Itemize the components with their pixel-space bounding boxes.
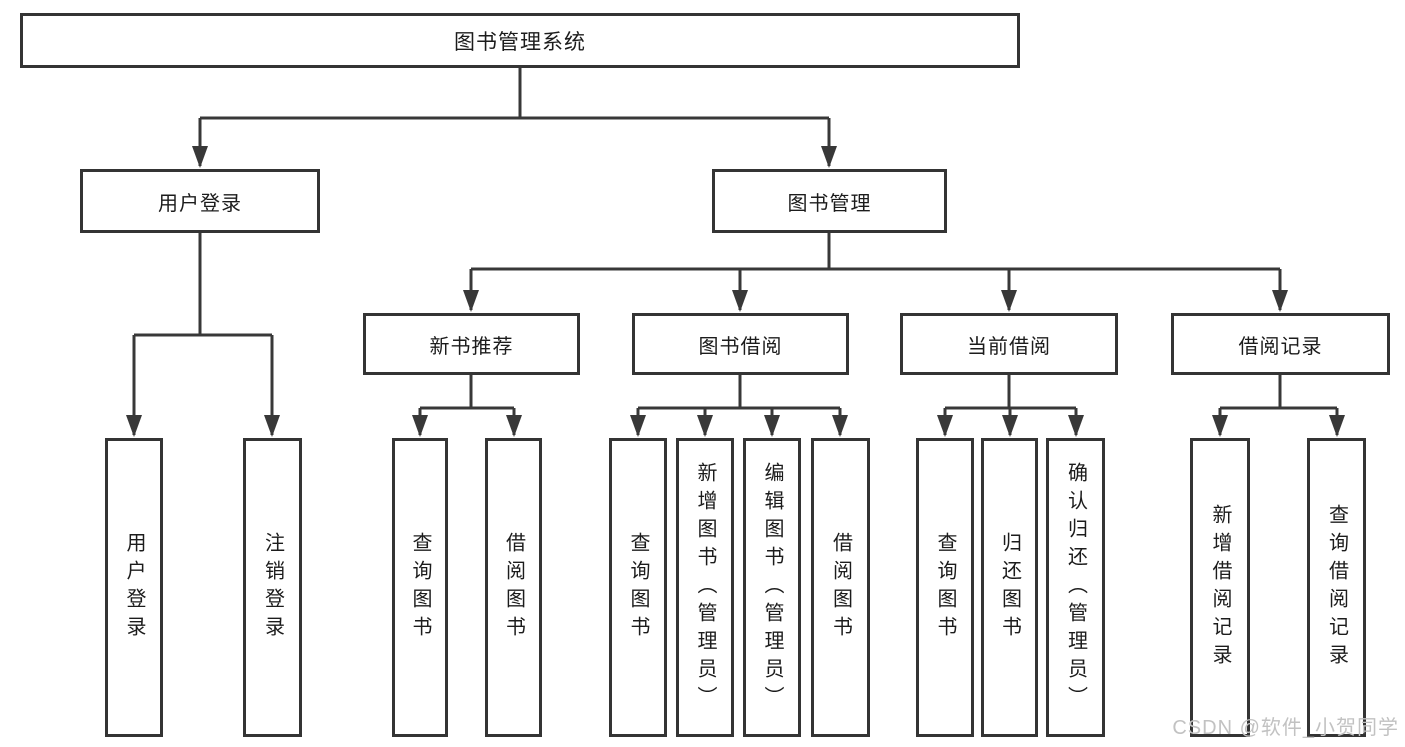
node-current-borrowing: 当前借阅 [900, 313, 1118, 375]
node-book-management: 图书管理 [712, 169, 947, 233]
edge-new-book-recommend-to-leaves [412, 375, 522, 437]
leaf-query-books-recommend: 查询图书 [392, 438, 448, 737]
leaf-confirm-return-admin: 确认归还（管理员） [1046, 438, 1105, 737]
leaf-query-borrow-record: 查询借阅记录 [1307, 438, 1366, 737]
node-library-management-system: 图书管理系统 [20, 13, 1020, 68]
edge-book-borrowing-to-leaves [630, 375, 848, 437]
leaf-add-book-admin: 新增图书（管理员） [676, 438, 734, 737]
edge-book-management-to-level3 [463, 233, 1288, 312]
node-borrowing-records: 借阅记录 [1171, 313, 1390, 375]
leaf-query-books-current: 查询图书 [916, 438, 974, 737]
edge-user-login-to-leaves [126, 233, 280, 437]
leaf-user-login: 用户登录 [105, 438, 163, 737]
edge-borrowing-records-to-leaves [1212, 375, 1345, 437]
csdn-watermark: CSDN @软件_小贺同学 [1172, 717, 1399, 739]
leaf-return-book: 归还图书 [981, 438, 1038, 737]
leaf-borrow-books-borrowing: 借阅图书 [811, 438, 870, 737]
node-new-book-recommend: 新书推荐 [363, 313, 580, 375]
edge-current-borrowing-to-leaves [937, 375, 1084, 437]
leaf-borrow-books-recommend: 借阅图书 [485, 438, 542, 737]
leaf-query-books-borrowing: 查询图书 [609, 438, 667, 737]
leaf-edit-book-admin: 编辑图书（管理员） [743, 438, 801, 737]
leaf-logout: 注销登录 [243, 438, 302, 737]
node-book-borrowing: 图书借阅 [632, 313, 849, 375]
edge-root-to-level2 [192, 68, 837, 168]
node-user-login: 用户登录 [80, 169, 320, 233]
leaf-add-borrow-record: 新增借阅记录 [1190, 438, 1250, 737]
